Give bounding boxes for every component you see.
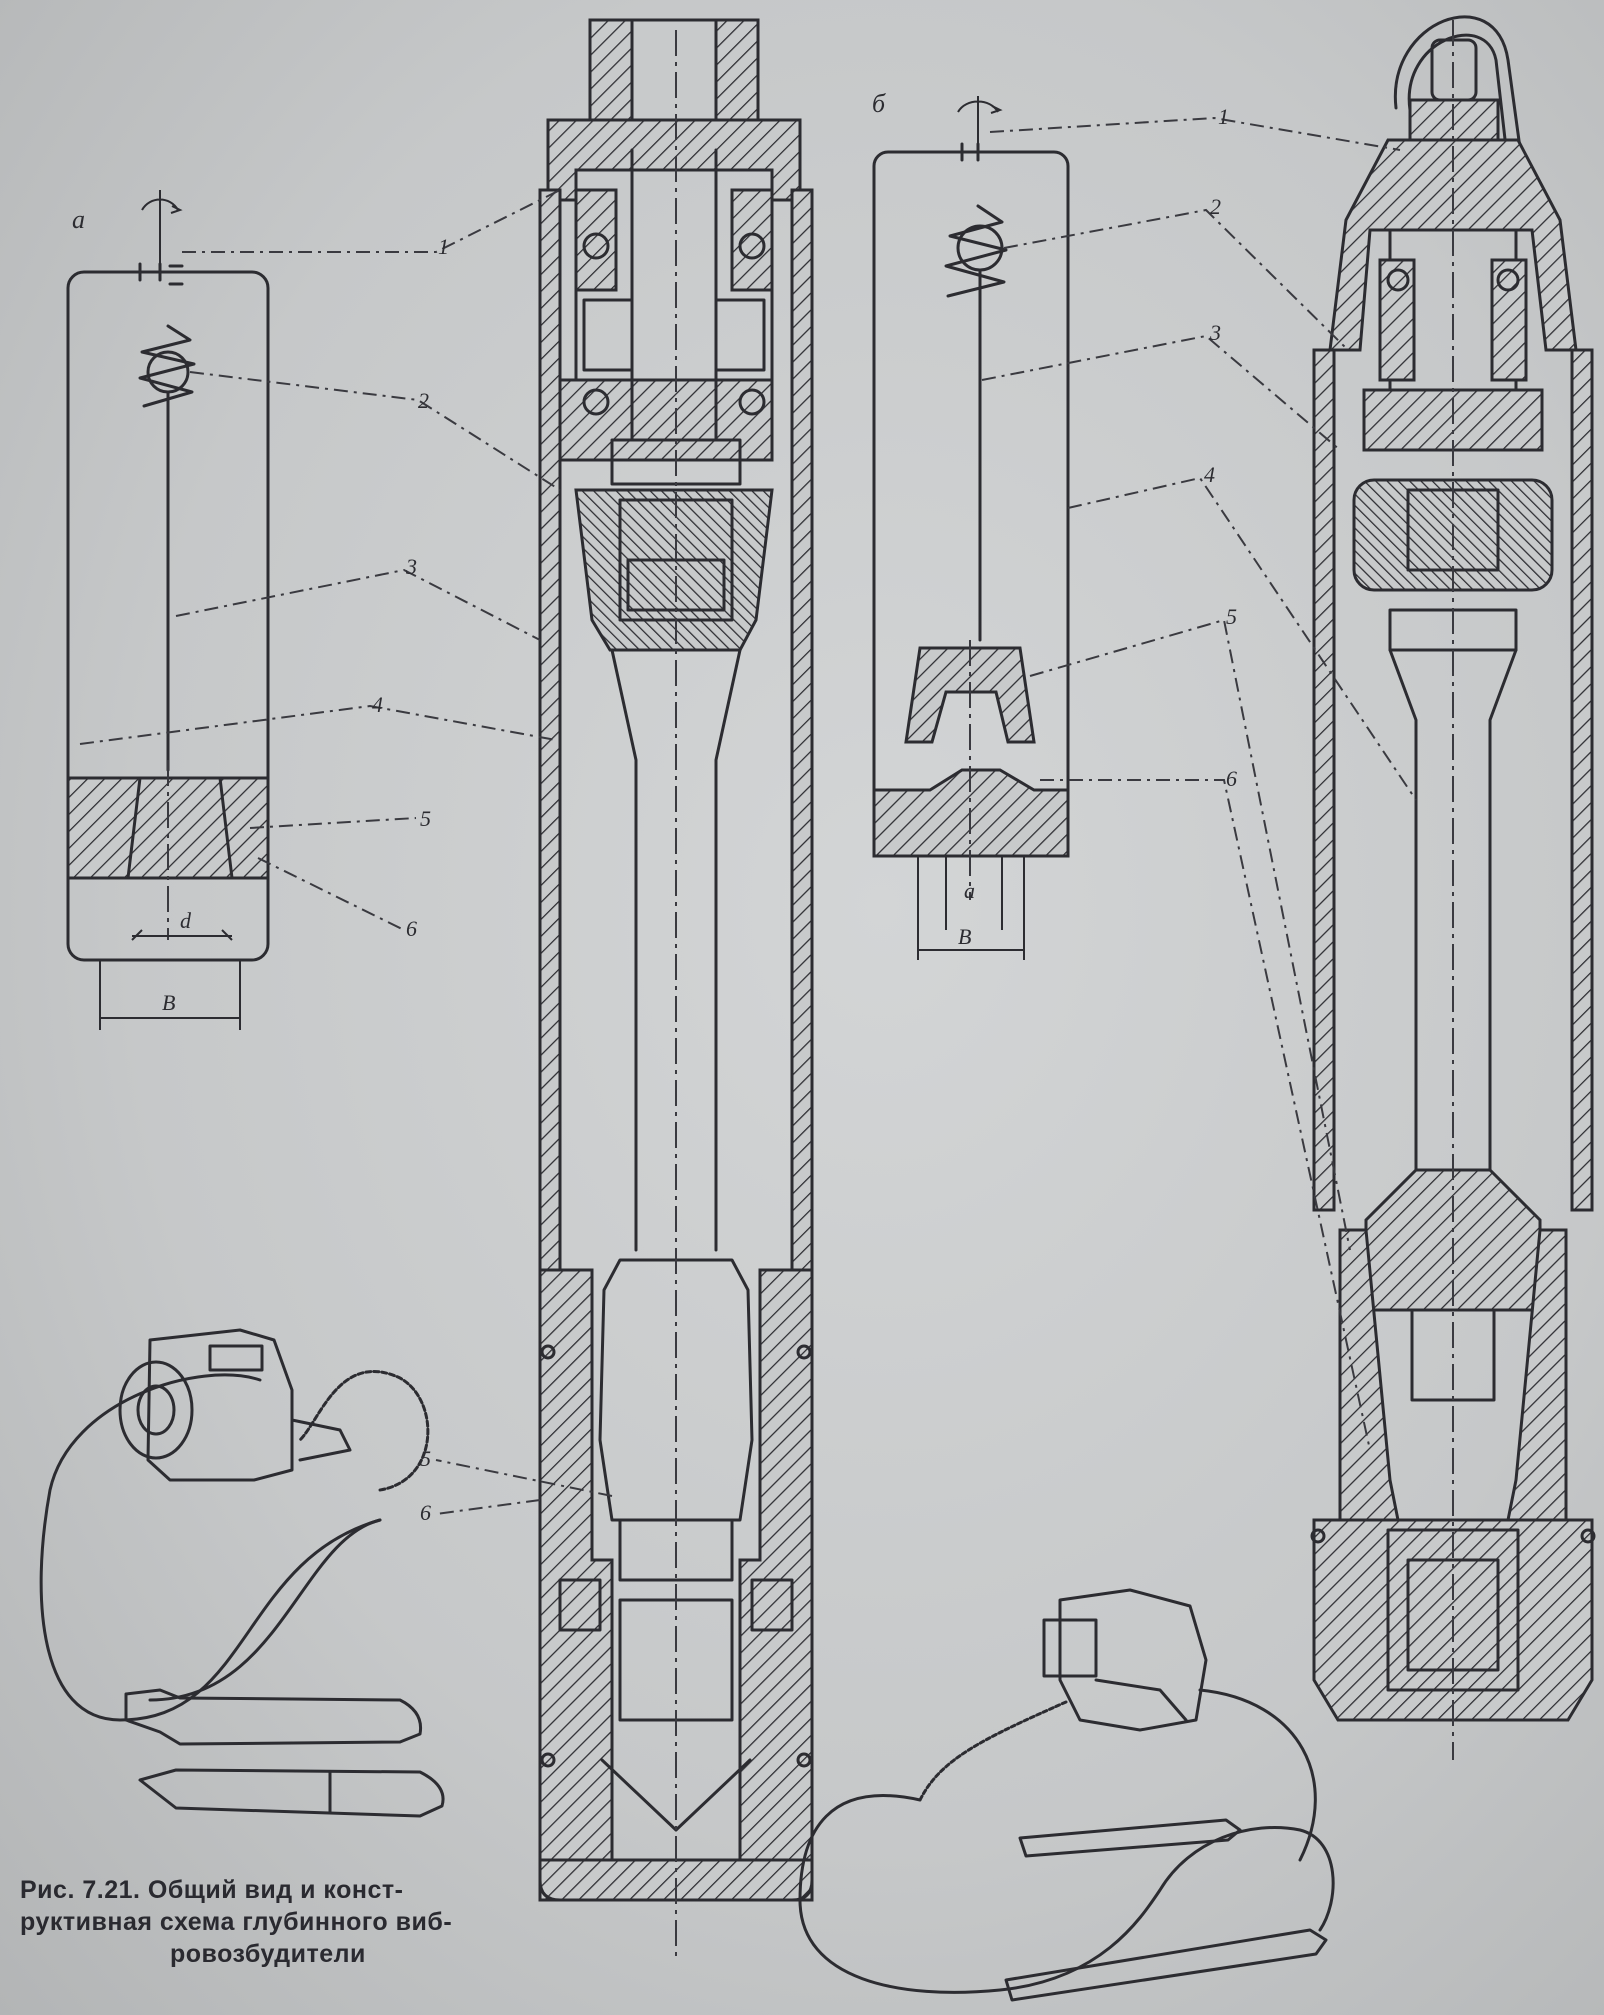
- scheme-b-label-1: 1: [1218, 104, 1229, 129]
- probe-right-2: [1004, 1928, 1328, 2002]
- scheme-a-dim-B: B: [162, 990, 175, 1015]
- scheme-b-dim-a: a: [964, 878, 975, 903]
- scheme-b: б a B: [872, 89, 1070, 960]
- caption-line-2: руктивная схема глубинного виб-: [20, 1908, 453, 1936]
- leaders-scheme-b: 1 2 3 4 5 6: [981, 104, 1417, 1451]
- caption-line-1: Рис. 7.21. Общий вид и конст-: [20, 1876, 404, 1904]
- probe-right-1: [1018, 1818, 1242, 1858]
- scheme-a-label-2: 2: [418, 388, 429, 413]
- section-left-label-5: 5: [420, 1446, 431, 1471]
- section-left-coupling: [574, 488, 774, 652]
- scheme-b-label-6: 6: [1226, 766, 1237, 791]
- probe-left-2: [138, 1768, 445, 1818]
- scheme-a: a d B: [66, 190, 270, 1030]
- scheme-b-cone: [904, 646, 1036, 744]
- scheme-b-label-4: 4: [1204, 462, 1215, 487]
- scheme-a-label-4: 4: [372, 692, 383, 717]
- section-right: [1310, 15, 1596, 1760]
- scheme-a-dim-d: d: [180, 908, 192, 933]
- caption-line-3: ровозбудители: [170, 1940, 366, 1968]
- scheme-b-label-2: 2: [1210, 194, 1221, 219]
- scheme-a-label-6: 6: [406, 916, 417, 941]
- motor-right: [1058, 1588, 1208, 1732]
- scheme-b-label-5: 5: [1226, 604, 1237, 629]
- scheme-b-housing: [872, 150, 1070, 858]
- section-right-head: [1328, 138, 1578, 352]
- leaders-left-section: 5 6: [420, 1446, 613, 1525]
- scheme-a-label-5: 5: [420, 806, 431, 831]
- figure-caption: Рис. 7.21. Общий вид и конст- руктивная …: [20, 1874, 540, 1970]
- scheme-a-label-1: 1: [438, 234, 449, 259]
- scheme-b-label-3: 3: [1209, 320, 1221, 345]
- vibrator-unit-left: [39, 1328, 445, 1818]
- vibrator-unit-right: [798, 1588, 1335, 2002]
- flex-cable-left: [39, 1373, 382, 1722]
- probe-left-1: [124, 1688, 423, 1746]
- section-left: [538, 18, 814, 1960]
- scheme-a-label-3: 3: [405, 554, 417, 579]
- motor-left: [146, 1328, 294, 1482]
- scheme-b-letter: б: [872, 89, 886, 118]
- scheme-a-housing: [66, 270, 270, 962]
- scheme-a-letter: a: [72, 205, 85, 234]
- leaders-scheme-a: 1 2 3 4 5 6: [79, 189, 561, 941]
- section-left-label-6: 6: [420, 1500, 431, 1525]
- scheme-b-dim-B: B: [958, 924, 971, 949]
